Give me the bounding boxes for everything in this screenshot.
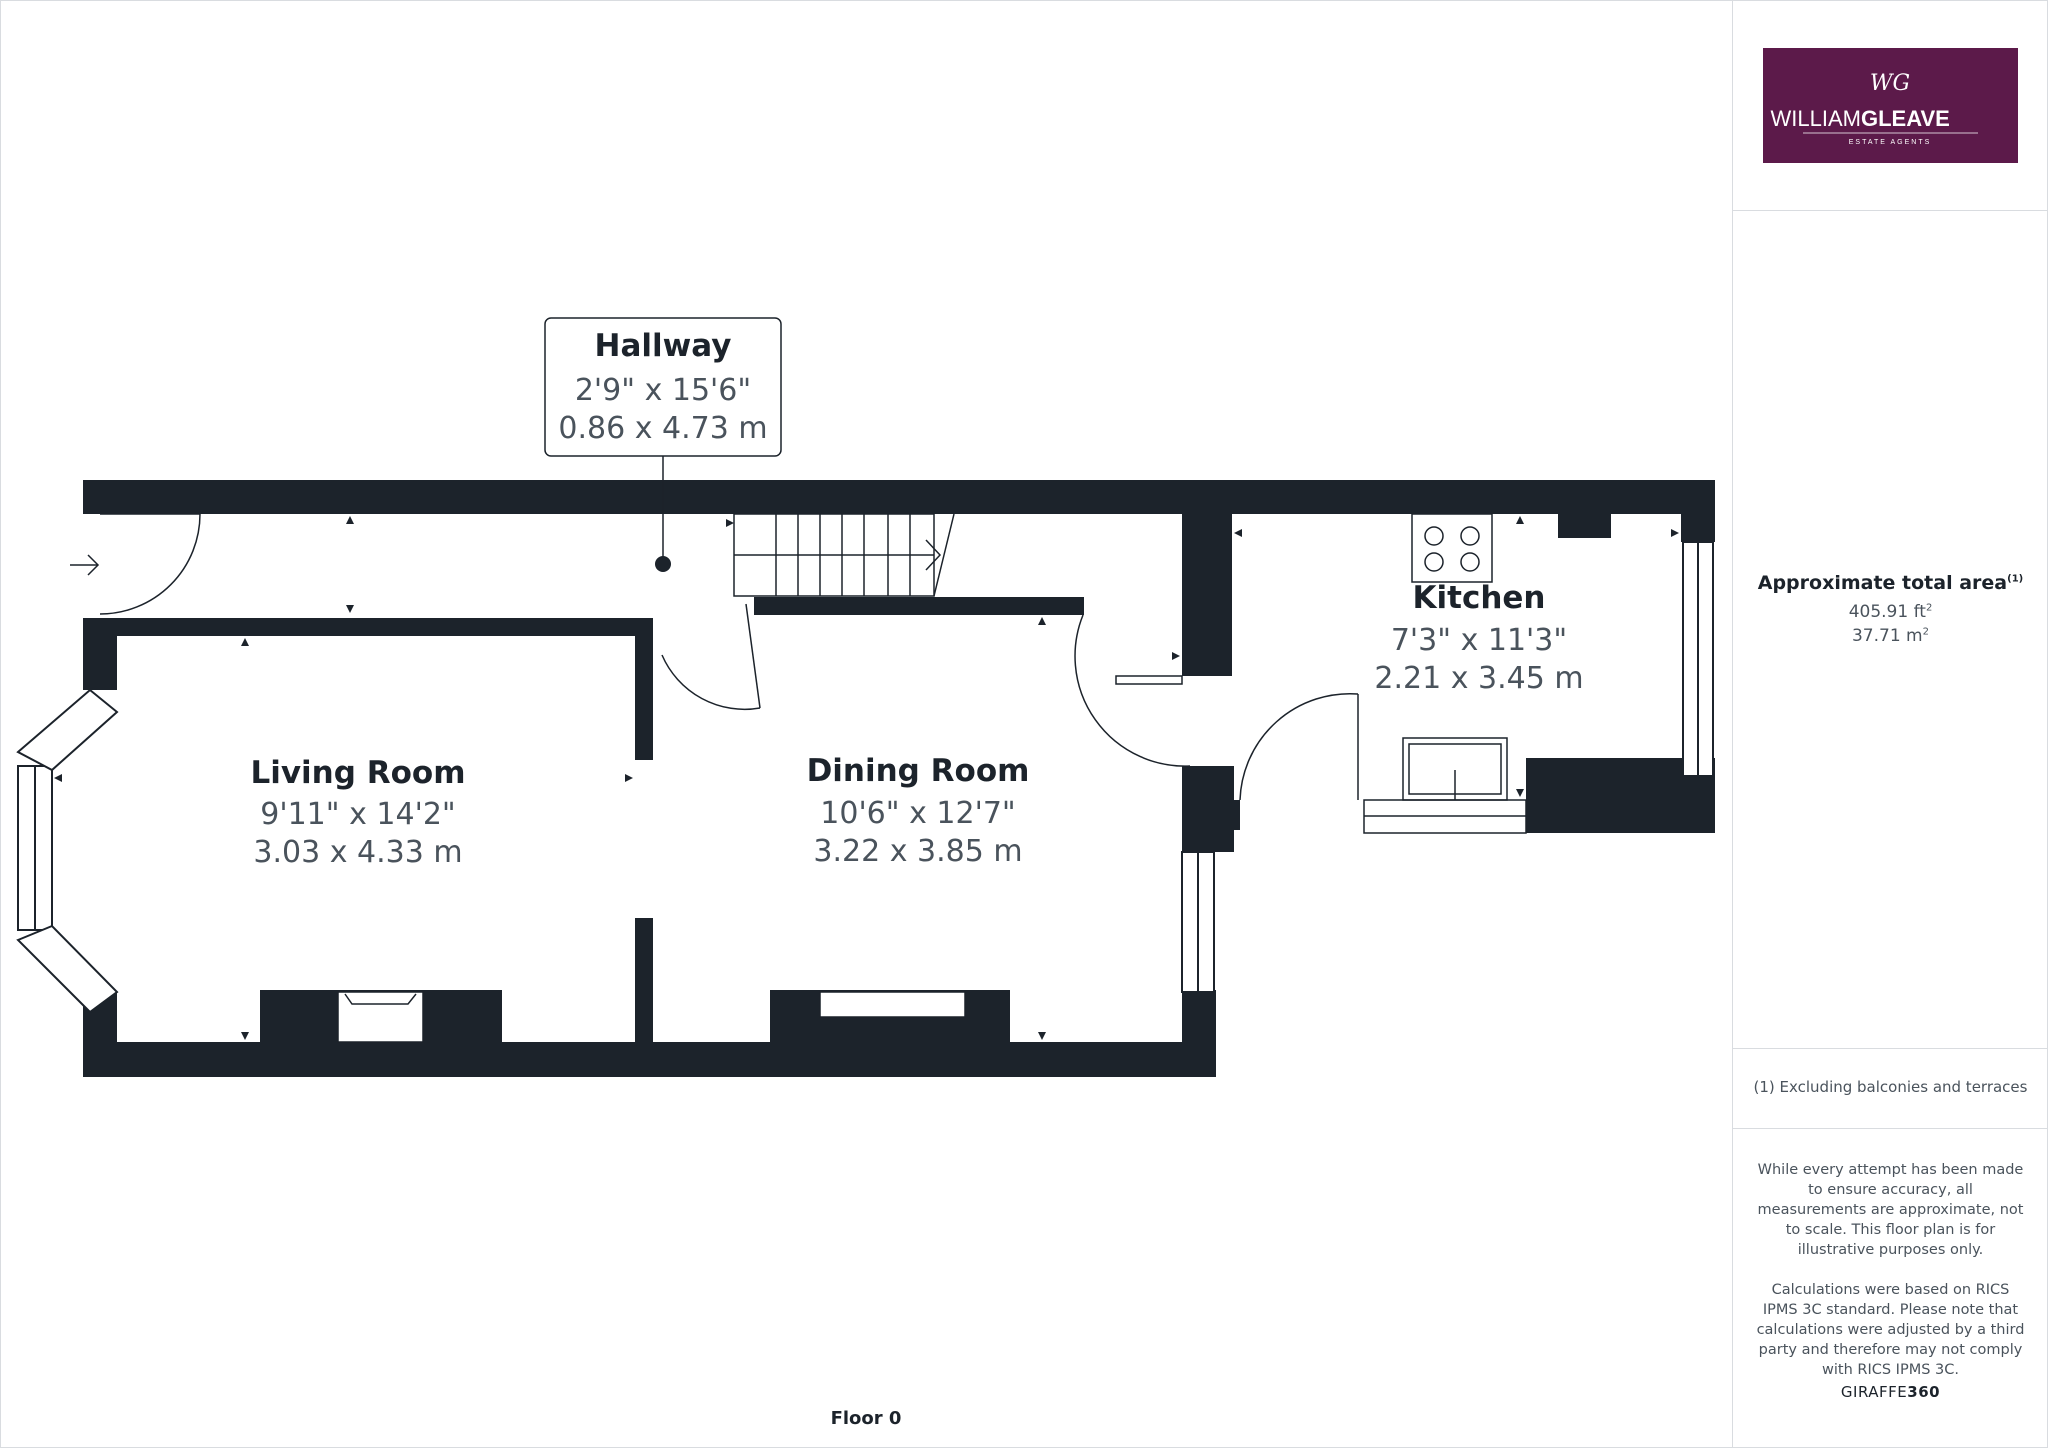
hallway-imperial: 2'9" x 15'6" [575, 373, 751, 408]
hallway-callout [544, 317, 782, 572]
total-area-sqft: 405.91 ft2 [1848, 602, 1933, 622]
kitchen-fixtures [1363, 513, 1527, 834]
divider [1733, 1128, 2048, 1129]
hallway-metric: 0.86 x 4.73 m [558, 411, 767, 446]
window-bay-lower [16, 924, 119, 1014]
doors [99, 513, 1359, 801]
disclaimer-accuracy: While every attempt has been made to ens… [1757, 1162, 2024, 1258]
fireplaces [337, 991, 966, 1043]
room-labels: Hallway 2'9" x 15'6" 0.86 x 4.73 m Livin… [250, 328, 1583, 870]
wall-kitchen-stub [1558, 514, 1611, 538]
windows [16, 541, 1714, 1014]
logo-monogram: WG [1870, 71, 1910, 96]
stairs [733, 513, 955, 597]
total-area-sqm: 37.71 m2 [1851, 626, 1929, 646]
company-logo: WG WILLIAM GLEAVE ESTATE AGENTS [1763, 48, 2018, 163]
kitchen-imperial: 7'3" x 11'3" [1391, 623, 1567, 658]
divider [1733, 1048, 2048, 1049]
entrance-arrow-icon [70, 554, 100, 576]
wall-dining-right-bottom [1182, 990, 1216, 1077]
living-room-imperial: 9'11" x 14'2" [260, 797, 455, 832]
info-sidebar: WG WILLIAM GLEAVE ESTATE AGENTS Approxim… [1732, 0, 2048, 1447]
dining-room-metric: 3.22 x 3.85 m [813, 834, 1022, 869]
dimension-markers [54, 516, 1679, 1040]
wall-kitchen-corner [1615, 776, 1715, 833]
disclaimer-calculations: Calculations were based on RICS IPMS 3C … [1756, 1282, 2025, 1378]
window-bay-upper [16, 688, 119, 772]
wall-bottom [83, 1042, 1215, 1077]
total-area-title: Approximate total area(1) [1757, 572, 2024, 594]
wall-top [83, 480, 1715, 514]
living-room-name: Living Room [250, 755, 465, 791]
divider [1733, 210, 2048, 211]
floor-label: Floor 0 [830, 1408, 902, 1429]
area-footnote: (1) Excluding balconies and terraces [1753, 1078, 2028, 1096]
wall-living-left-top [83, 618, 117, 690]
wall-right-top [1681, 480, 1715, 542]
wall-kitchen-left [1182, 514, 1232, 676]
wall-partition-bottom [635, 918, 653, 1042]
dining-room-name: Dining Room [807, 753, 1030, 789]
wall-living-top [83, 618, 653, 636]
wall-door-jamb [1232, 800, 1240, 830]
wall-dining-top [754, 597, 1084, 615]
wall-partition-top [635, 630, 653, 760]
logo-text-left: WILLIAM [1771, 106, 1861, 131]
dining-room-imperial: 10'6" x 12'7" [820, 796, 1015, 831]
kitchen-name: Kitchen [1412, 580, 1545, 616]
total-area-block: Approximate total area(1) 405.91 ft2 37.… [1733, 572, 2048, 646]
hob [1411, 513, 1493, 583]
living-room-metric: 3.03 x 4.33 m [253, 835, 462, 870]
logo-tagline: ESTATE AGENTS [1849, 139, 1932, 146]
floor-plan: Hallway 2'9" x 15'6" 0.86 x 4.73 m Livin… [16, 317, 1715, 1077]
giraffe360-brand: GIRAFFE360 [1840, 1383, 1941, 1401]
hallway-name: Hallway [595, 328, 732, 364]
walls [83, 480, 1715, 1077]
wall-dining-right-mid [1182, 766, 1234, 852]
logo-text-right: GLEAVE [1861, 106, 1950, 131]
kitchen-metric: 2.21 x 3.45 m [1374, 661, 1583, 696]
disclaimer: While every attempt has been made to ens… [1755, 1160, 2026, 1400]
